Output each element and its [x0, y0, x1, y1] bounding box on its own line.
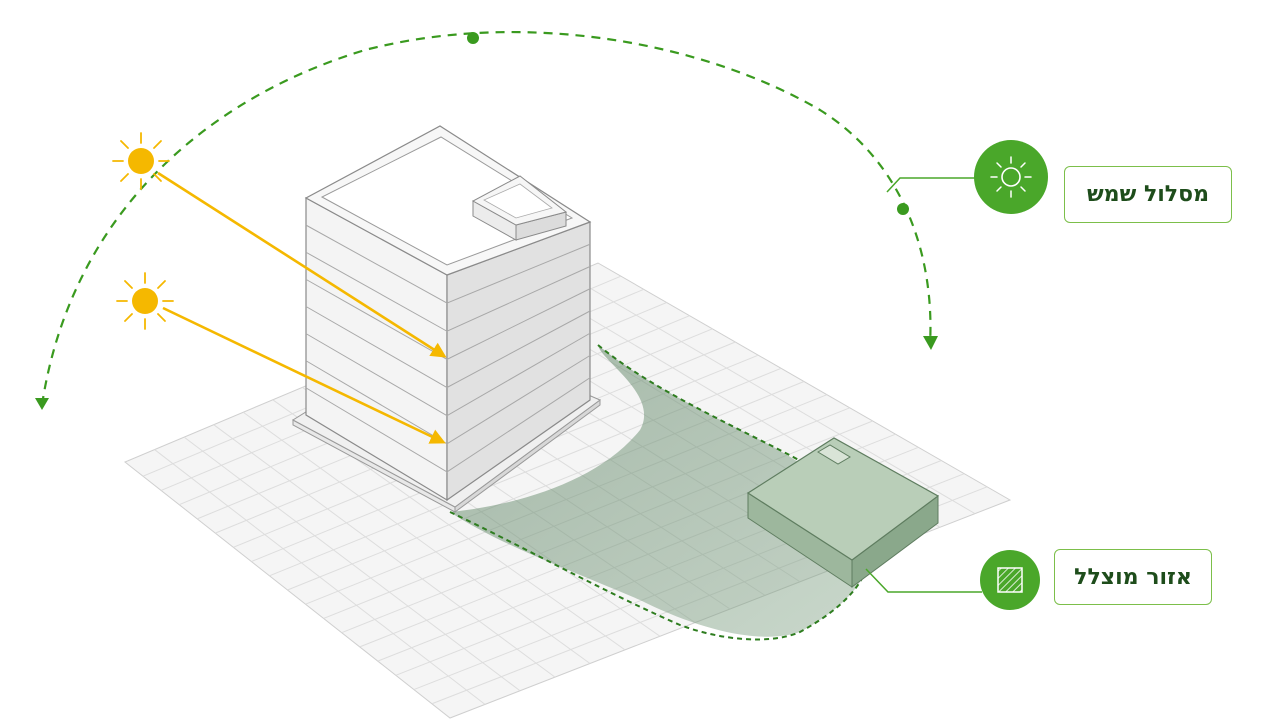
sun-path-marker-right [897, 203, 909, 215]
floor-line [305, 332, 591, 417]
floor-line [305, 224, 591, 304]
grid-line [287, 381, 805, 591]
floor-line [305, 306, 591, 389]
floor-line [305, 377, 591, 473]
sun-icon [112, 132, 170, 190]
sun-path-arrowhead-right [923, 336, 938, 350]
sun-ray-upper [157, 171, 447, 358]
sun-path-legend-icon [974, 140, 1048, 214]
sun-icon [116, 272, 174, 330]
shaded-area [449, 344, 872, 641]
sun-path-label-text: מסלול שמש [1087, 182, 1209, 207]
grid-line [269, 367, 782, 577]
floor-line [305, 355, 591, 445]
sun-ray-lower [162, 306, 446, 444]
shaded-area-label-text: אזור מוצלל [1074, 564, 1192, 590]
shaded-area-label: אזור מוצלל [1054, 549, 1212, 605]
shaded-area-leader [865, 568, 982, 593]
floor-line [305, 251, 591, 332]
sun-path [35, 31, 938, 410]
small-building [746, 437, 940, 588]
sun-path-marker-top [467, 32, 479, 44]
tall-building [292, 125, 601, 513]
sun-path-label: מסלול שמש [1064, 166, 1232, 223]
leader-lines [865, 177, 982, 593]
sun-path-arrowhead-left [35, 398, 49, 410]
sun-rays [157, 171, 447, 444]
floor-line [305, 278, 591, 360]
hatch-icon [980, 550, 1040, 610]
sun-path-leader [886, 177, 975, 193]
